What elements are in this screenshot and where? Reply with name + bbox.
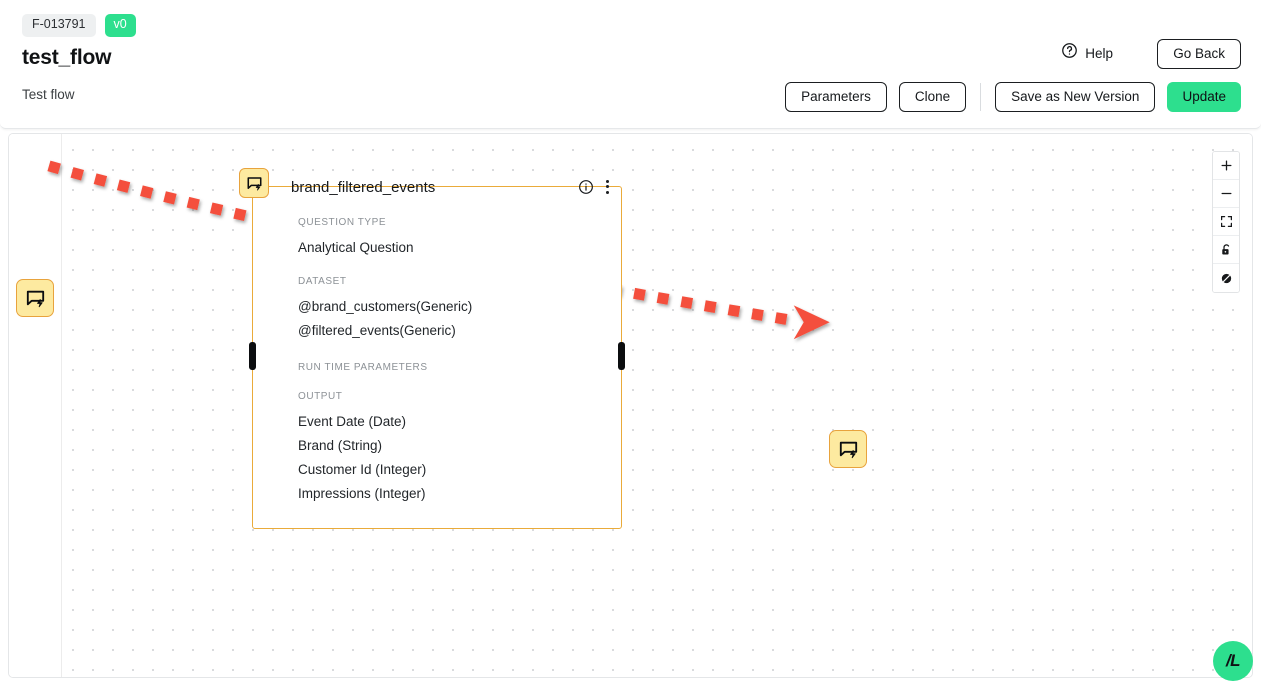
node-chip-right[interactable]: [829, 430, 867, 468]
zoom-in-button[interactable]: [1213, 152, 1239, 180]
node-header-icons: [578, 178, 613, 196]
header-badges: F-013791 v0: [22, 14, 136, 37]
canvas-left-gutter: [9, 134, 62, 677]
save-as-new-version-button[interactable]: Save as New Version: [995, 82, 1156, 112]
chat-bolt-icon: [25, 288, 46, 309]
section-label: OUTPUT: [298, 391, 343, 402]
lock-button[interactable]: [1213, 236, 1239, 264]
section-item: Customer Id (Integer): [298, 462, 427, 477]
assistant-fab-button[interactable]: /L: [1213, 641, 1253, 681]
node-chip-left[interactable]: [16, 279, 54, 317]
help-button[interactable]: Help: [1061, 42, 1113, 64]
section-item: @filtered_events(Generic): [298, 323, 456, 338]
update-button[interactable]: Update: [1167, 82, 1241, 112]
section-item: @brand_customers(Generic): [298, 299, 473, 314]
fab-label: /L: [1225, 651, 1241, 670]
zoom-out-button[interactable]: [1213, 180, 1239, 208]
node-section-question-type: QUESTION TYPE Analytical Question: [298, 217, 414, 260]
chat-bolt-icon: [838, 439, 859, 460]
canvas-dot-grid: [63, 134, 1252, 677]
node-section-run-time-parameters: RUN TIME PARAMETERS: [298, 362, 428, 381]
help-label: Help: [1085, 45, 1113, 61]
node-section-dataset: DATASET @brand_customers(Generic) @filte…: [298, 276, 472, 343]
clone-button[interactable]: Clone: [898, 82, 967, 112]
section-item: Brand (String): [298, 438, 383, 453]
page-subtitle: Test flow: [22, 87, 75, 102]
flow-node-card[interactable]: brand_filtered_events QUESTION TYPE Anal…: [239, 168, 625, 529]
section-item: Impressions (Integer): [298, 486, 426, 501]
section-item: Event Date (Date): [298, 414, 407, 429]
parameters-button[interactable]: Parameters: [785, 82, 887, 112]
help-circle-icon: [1061, 42, 1078, 64]
section-label: RUN TIME PARAMETERS: [298, 362, 428, 373]
version-badge: v0: [104, 14, 136, 37]
go-back-button[interactable]: Go Back: [1157, 39, 1241, 69]
actions-divider: [980, 83, 982, 111]
flow-canvas[interactable]: brand_filtered_events QUESTION TYPE Anal…: [8, 133, 1253, 678]
section-item: Analytical Question: [298, 240, 414, 255]
node-section-output: OUTPUT Event Date (Date) Brand (String) …: [298, 391, 426, 506]
info-icon[interactable]: [578, 179, 594, 195]
interactivity-toggle-button[interactable]: [1213, 264, 1239, 292]
node-title: brand_filtered_events: [291, 179, 436, 196]
flow-id-badge: F-013791: [22, 14, 96, 37]
section-label: DATASET: [298, 276, 347, 287]
fit-view-button[interactable]: [1213, 208, 1239, 236]
canvas-toolbar: [1212, 151, 1240, 293]
node-chat-bolt-icon: [239, 168, 269, 198]
page-title: test_flow: [22, 46, 112, 69]
page-header: F-013791 v0 test_flow Test flow Help Go …: [0, 0, 1261, 129]
section-label: QUESTION TYPE: [298, 217, 387, 228]
more-options-icon[interactable]: [602, 178, 613, 196]
header-actions: Parameters Clone Save as New Version Upd…: [785, 82, 1241, 112]
node-handle-right[interactable]: [618, 342, 625, 370]
node-handle-left[interactable]: [249, 342, 256, 370]
